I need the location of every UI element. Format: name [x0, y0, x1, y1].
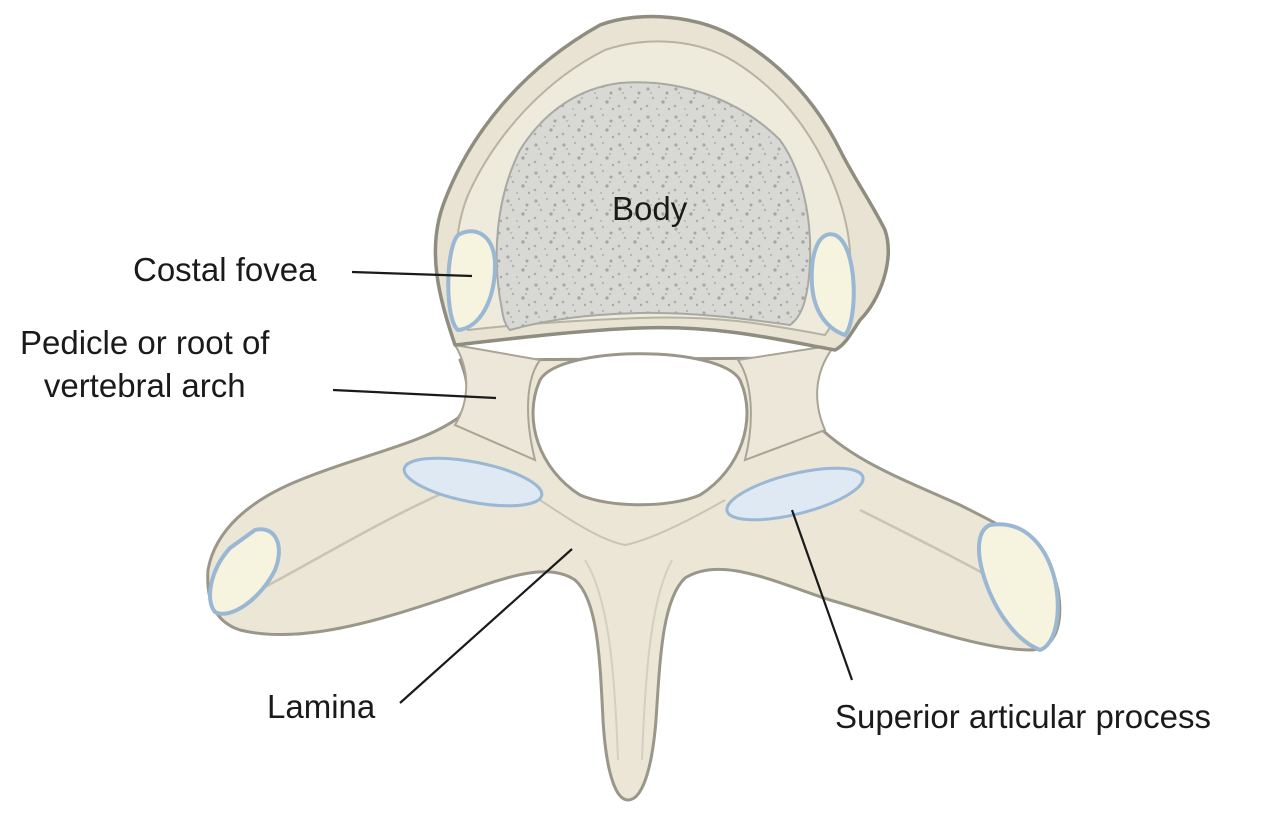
- lamina-leader-line: [399, 548, 573, 704]
- pedicle-label: Pedicle or root of vertebral arch: [20, 322, 269, 408]
- left-costal-fovea: [446, 229, 498, 333]
- superior-articular-process-leader-line: [790, 509, 854, 681]
- costal-fovea-leader-line: [351, 270, 473, 278]
- superior-articular-process-label: Superior articular process: [835, 698, 1211, 735]
- lamina-label: Lamina: [267, 688, 376, 725]
- pedicle-label-line-1: Pedicle or root of: [20, 324, 270, 361]
- right-pedicle: [736, 343, 838, 462]
- pedicle-leader-line: [332, 388, 497, 400]
- left-pedicle: [453, 343, 542, 462]
- left-transverse-costal-facet: [208, 527, 281, 616]
- right-superior-articular-facet: [725, 466, 865, 522]
- pedicle-label-line-2: vertebral arch: [43, 366, 246, 404]
- cancellous-bone: [495, 81, 812, 332]
- left-superior-articular-facet: [402, 456, 544, 508]
- right-costal-fovea: [809, 232, 856, 338]
- costal-fovea-label: Costal fovea: [133, 251, 317, 288]
- body-label: Body: [612, 190, 688, 227]
- vertebral-foramen: [531, 352, 749, 507]
- right-transverse-costal-facet: [977, 522, 1060, 653]
